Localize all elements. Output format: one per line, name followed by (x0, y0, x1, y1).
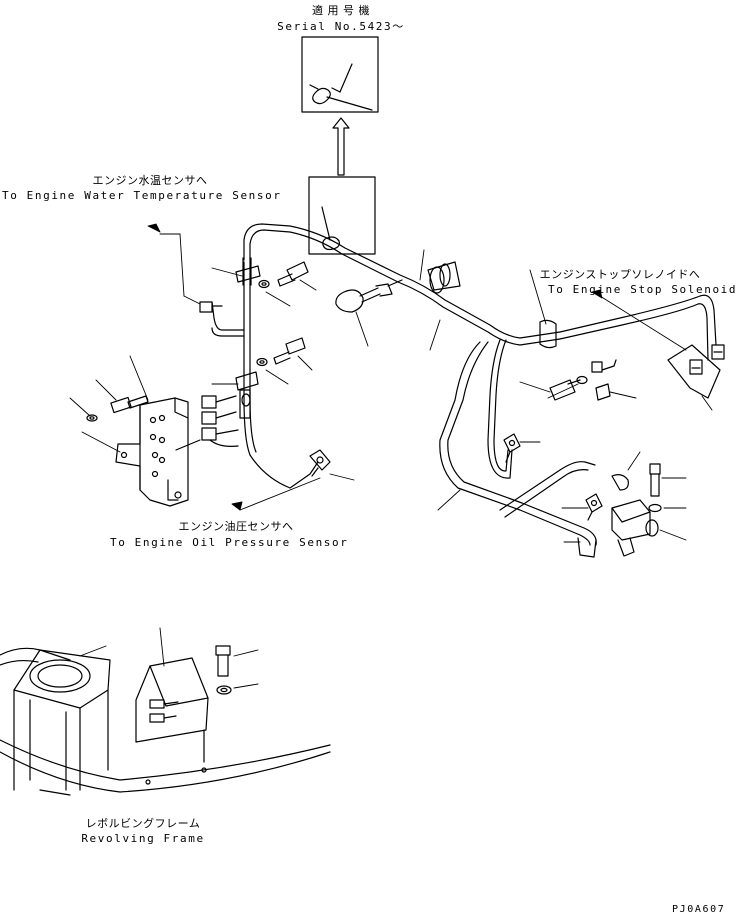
bolt-left (87, 396, 148, 421)
stop-solenoid-label-jp: エンジンストップソレノイドへ (539, 268, 701, 281)
harness-clamps (236, 258, 556, 418)
relay-bracket (116, 396, 238, 506)
revolving-frame-label-jp: レボルビングフレーム (85, 817, 201, 830)
main-harness (212, 224, 716, 557)
water-temp-label-en: To Engine Water Temperature Sensor (2, 189, 282, 202)
serial-label-jp: 適 用 号 機 (312, 4, 370, 17)
plug-cap (336, 280, 402, 312)
water-temp-connector (200, 302, 222, 312)
detail-arrow (333, 118, 349, 175)
lower-terminals (504, 434, 628, 520)
revolving-frame-label-en: Revolving Frame (81, 832, 205, 845)
detail-inset (302, 37, 378, 112)
revolving-frame (0, 648, 330, 795)
stop-solenoid-connectors (668, 345, 724, 398)
bolt-upper-clamp (257, 262, 308, 366)
stop-solenoid-unit (612, 464, 661, 556)
stop-parts-small (550, 360, 616, 400)
water-temp-label-jp: エンジン水温センサへ (92, 174, 208, 187)
oil-pressure-terminal (310, 450, 330, 476)
oil-pressure-label-en: To Engine Oil Pressure Sensor (110, 536, 349, 549)
oil-pressure-label-jp: エンジン油圧センサへ (178, 520, 294, 533)
serial-label-en: Serial No.5423～ (277, 20, 405, 33)
stop-solenoid-label-en: To Engine Stop Solenoid (548, 283, 738, 296)
lower-bracket (136, 646, 231, 762)
detail-box-lower (309, 177, 375, 254)
drawing-code: PJ0A607 (672, 904, 726, 915)
leader-lines (70, 224, 712, 688)
